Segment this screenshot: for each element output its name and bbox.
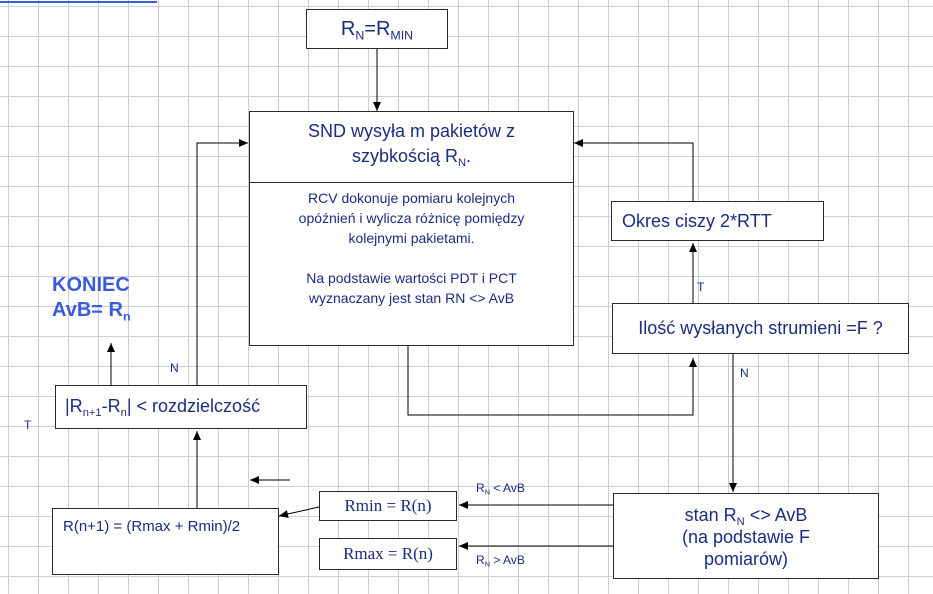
silence-box: Okres ciszy 2*RTT: [611, 201, 824, 241]
rmax-box: Rmax = R(n): [319, 538, 457, 570]
resolution-box-text: |Rn+1-Rn| < rozdzielczość: [65, 396, 261, 419]
send-rcv-box: SND wysyła m pakietów z szybkością RN. R…: [249, 111, 574, 346]
end-label: KONIEC AvB= Rn: [52, 274, 131, 324]
label-cond-less: RN < AvB: [476, 481, 525, 497]
send-box-text: SND wysyła m pakietów z szybkością RN.: [250, 112, 573, 183]
arrow-resolution-to-send: [196, 139, 248, 385]
label-n-streams: N: [740, 366, 749, 380]
calc-box: R(n+1) = (Rmax + Rmin)/2: [52, 508, 279, 575]
streams-box: Ilość wysłanych strumieni =F ?: [612, 303, 909, 354]
rmin-box: Rmin = R(n): [319, 491, 457, 521]
state-box: stan RN <> AvB (na podstawie F pomiarów): [613, 493, 879, 579]
resolution-box: |Rn+1-Rn| < rozdzielczość: [55, 385, 307, 429]
rmax-box-label: Rmax = R(n): [343, 544, 433, 563]
label-n-top: N: [170, 361, 179, 375]
label-t-left: T: [24, 418, 32, 432]
rcv-box-text: RCV dokonuje pomiaru kolejnych opóźnień …: [298, 190, 525, 306]
rmin-box-label: Rmin = R(n): [344, 496, 432, 515]
streams-box-label: Ilość wysłanych strumieni =F ?: [638, 318, 883, 338]
silence-box-label: Okres ciszy 2*RTT: [622, 211, 772, 231]
start-box: RN=RMIN: [306, 9, 448, 49]
label-cond-greater: RN > AvB: [476, 553, 525, 569]
arrow-rmin-to-calc: [278, 506, 320, 518]
start-box-text: RN=RMIN: [340, 17, 414, 42]
label-t-streams: T: [697, 280, 705, 294]
calc-box-label: R(n+1) = (Rmax + Rmin)/2: [63, 518, 241, 535]
arrow-rcv-to-streams: [407, 346, 697, 416]
header-accent-line: [0, 1, 157, 3]
arrow-silence-to-send: [574, 139, 694, 201]
